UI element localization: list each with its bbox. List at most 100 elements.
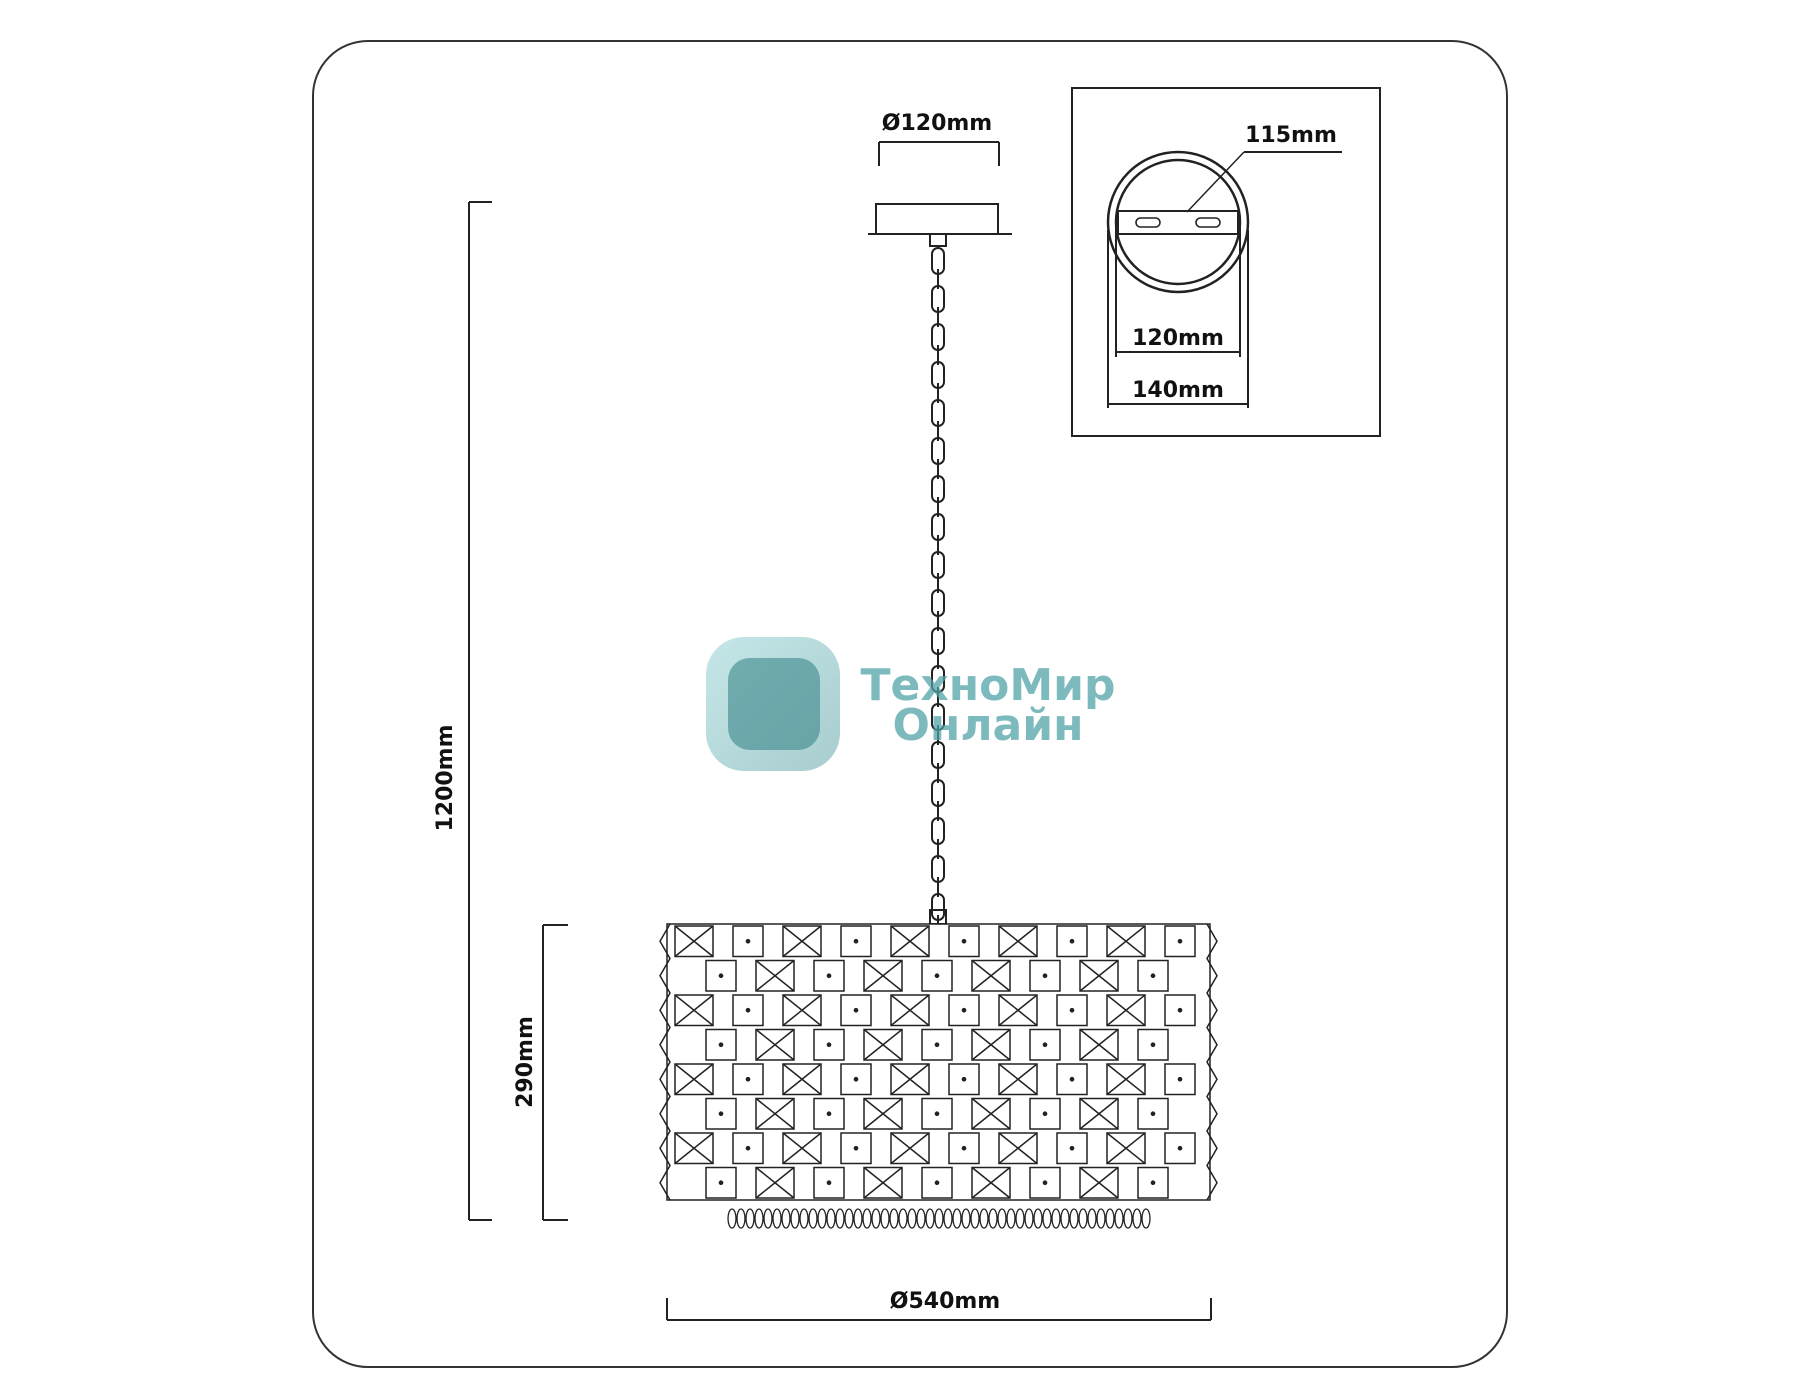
- tile-facet: [890, 1063, 930, 1096]
- tile-facet: [1079, 1028, 1119, 1061]
- hanging-crystal: [862, 1208, 872, 1229]
- mounting-bar: [1117, 210, 1239, 235]
- bar-slot-right: [1195, 217, 1221, 228]
- tile-dot: [745, 1007, 751, 1013]
- tile-dot: [745, 1145, 751, 1151]
- shade-diameter-dimension: [666, 1298, 1212, 1321]
- hanging-crystal: [871, 1208, 881, 1229]
- tile-facet: [674, 1063, 714, 1096]
- tile-facet: [863, 1028, 903, 1061]
- tile-facet: [998, 925, 1038, 958]
- outer-diameter-label: 140mm: [1132, 378, 1224, 403]
- crystal-tile: [732, 994, 764, 1027]
- tile-facet: [998, 1063, 1038, 1096]
- crystal-tile: [705, 959, 737, 992]
- hanging-crystal: [1069, 1208, 1079, 1229]
- mount-plate-outer: [1106, 150, 1250, 294]
- tile-facet: [1106, 1063, 1146, 1096]
- tile-facet: [755, 1166, 795, 1199]
- hanging-crystal: [1087, 1208, 1097, 1229]
- tile-dot: [853, 1007, 859, 1013]
- shade-height-label: 290mm: [513, 1016, 538, 1108]
- tile-facet: [755, 1028, 795, 1061]
- hanging-crystal: [826, 1208, 836, 1229]
- tile-dot: [1042, 973, 1048, 979]
- tile-dot: [745, 938, 751, 944]
- tile-dot: [745, 1076, 751, 1082]
- tile-dot: [1150, 1180, 1156, 1186]
- hanging-crystal: [853, 1208, 863, 1229]
- hanging-crystal: [1114, 1208, 1124, 1229]
- hanging-crystal: [1078, 1208, 1088, 1229]
- tile-facet: [782, 925, 822, 958]
- tile-facet: [971, 1166, 1011, 1199]
- crystal-tile: [1056, 994, 1088, 1027]
- tile-facet: [998, 1132, 1038, 1165]
- tile-facet: [674, 925, 714, 958]
- hanging-crystal: [889, 1208, 899, 1229]
- tile-facet: [998, 994, 1038, 1027]
- mounting-detail-inset: 115mm 120mm 140mm: [1071, 87, 1381, 437]
- hanging-crystal: [754, 1208, 764, 1229]
- tile-dot: [1150, 1042, 1156, 1048]
- hanging-crystal: [745, 1208, 755, 1229]
- tile-dot: [1069, 1076, 1075, 1082]
- crystal-tile: [840, 994, 872, 1027]
- tile-facet: [1079, 959, 1119, 992]
- hanging-crystal: [988, 1208, 998, 1229]
- tile-dot: [826, 1042, 832, 1048]
- total-height-dimension: [468, 201, 492, 1221]
- hanging-crystal: [1006, 1208, 1016, 1229]
- tile-facet: [890, 1132, 930, 1165]
- watermark-line-2: Онлайн: [893, 700, 1084, 751]
- shade-height-dimension: [542, 924, 568, 1221]
- hanging-crystal: [1141, 1208, 1151, 1229]
- crystal-tile: [1029, 959, 1061, 992]
- ceiling-canopy: [868, 203, 1012, 247]
- tile-facet: [782, 1132, 822, 1165]
- bar-slot-left: [1135, 217, 1161, 228]
- hanging-crystal: [1024, 1208, 1034, 1229]
- hanging-crystal: [898, 1208, 908, 1229]
- tile-facet: [674, 994, 714, 1027]
- tile-facet: [1106, 1132, 1146, 1165]
- hanging-crystal: [817, 1208, 827, 1229]
- tile-facet: [863, 1097, 903, 1130]
- hanging-crystal: [997, 1208, 1007, 1229]
- tile-facet: [1106, 925, 1146, 958]
- tile-dot: [1150, 1111, 1156, 1117]
- hanging-crystal: [925, 1208, 935, 1229]
- tile-dot: [1069, 1145, 1075, 1151]
- tile-dot: [1177, 938, 1183, 944]
- hanging-crystal: [1042, 1208, 1052, 1229]
- hanging-crystals: [727, 1208, 1151, 1229]
- tile-facet: [971, 959, 1011, 992]
- hanging-crystal: [727, 1208, 737, 1229]
- tile-dot: [961, 1145, 967, 1151]
- tile-dot: [826, 973, 832, 979]
- hanging-crystal: [979, 1208, 989, 1229]
- tile-dot: [1177, 1007, 1183, 1013]
- hanging-crystal: [799, 1208, 809, 1229]
- hanging-crystal: [943, 1208, 953, 1229]
- tile-dot: [718, 1111, 724, 1117]
- tile-facet: [1079, 1097, 1119, 1130]
- tile-facet: [890, 994, 930, 1027]
- drawing-frame: [312, 40, 1508, 1368]
- total-height-label: 1200mm: [433, 724, 458, 831]
- hanging-crystal: [907, 1208, 917, 1229]
- crystal-tile: [1164, 994, 1196, 1027]
- hanging-crystal: [916, 1208, 926, 1229]
- shade-right-edge: [1206, 923, 1218, 1201]
- tile-dot: [718, 973, 724, 979]
- hanging-crystal: [1060, 1208, 1070, 1229]
- hanging-crystal: [952, 1208, 962, 1229]
- watermark-line-1: ТехноМир: [861, 660, 1116, 711]
- crystal-shade: [659, 923, 1218, 1201]
- tile-dot: [853, 1076, 859, 1082]
- hanging-crystal: [844, 1208, 854, 1229]
- tile-dot: [1177, 1076, 1183, 1082]
- hanging-crystal: [1105, 1208, 1115, 1229]
- tile-facet: [782, 1063, 822, 1096]
